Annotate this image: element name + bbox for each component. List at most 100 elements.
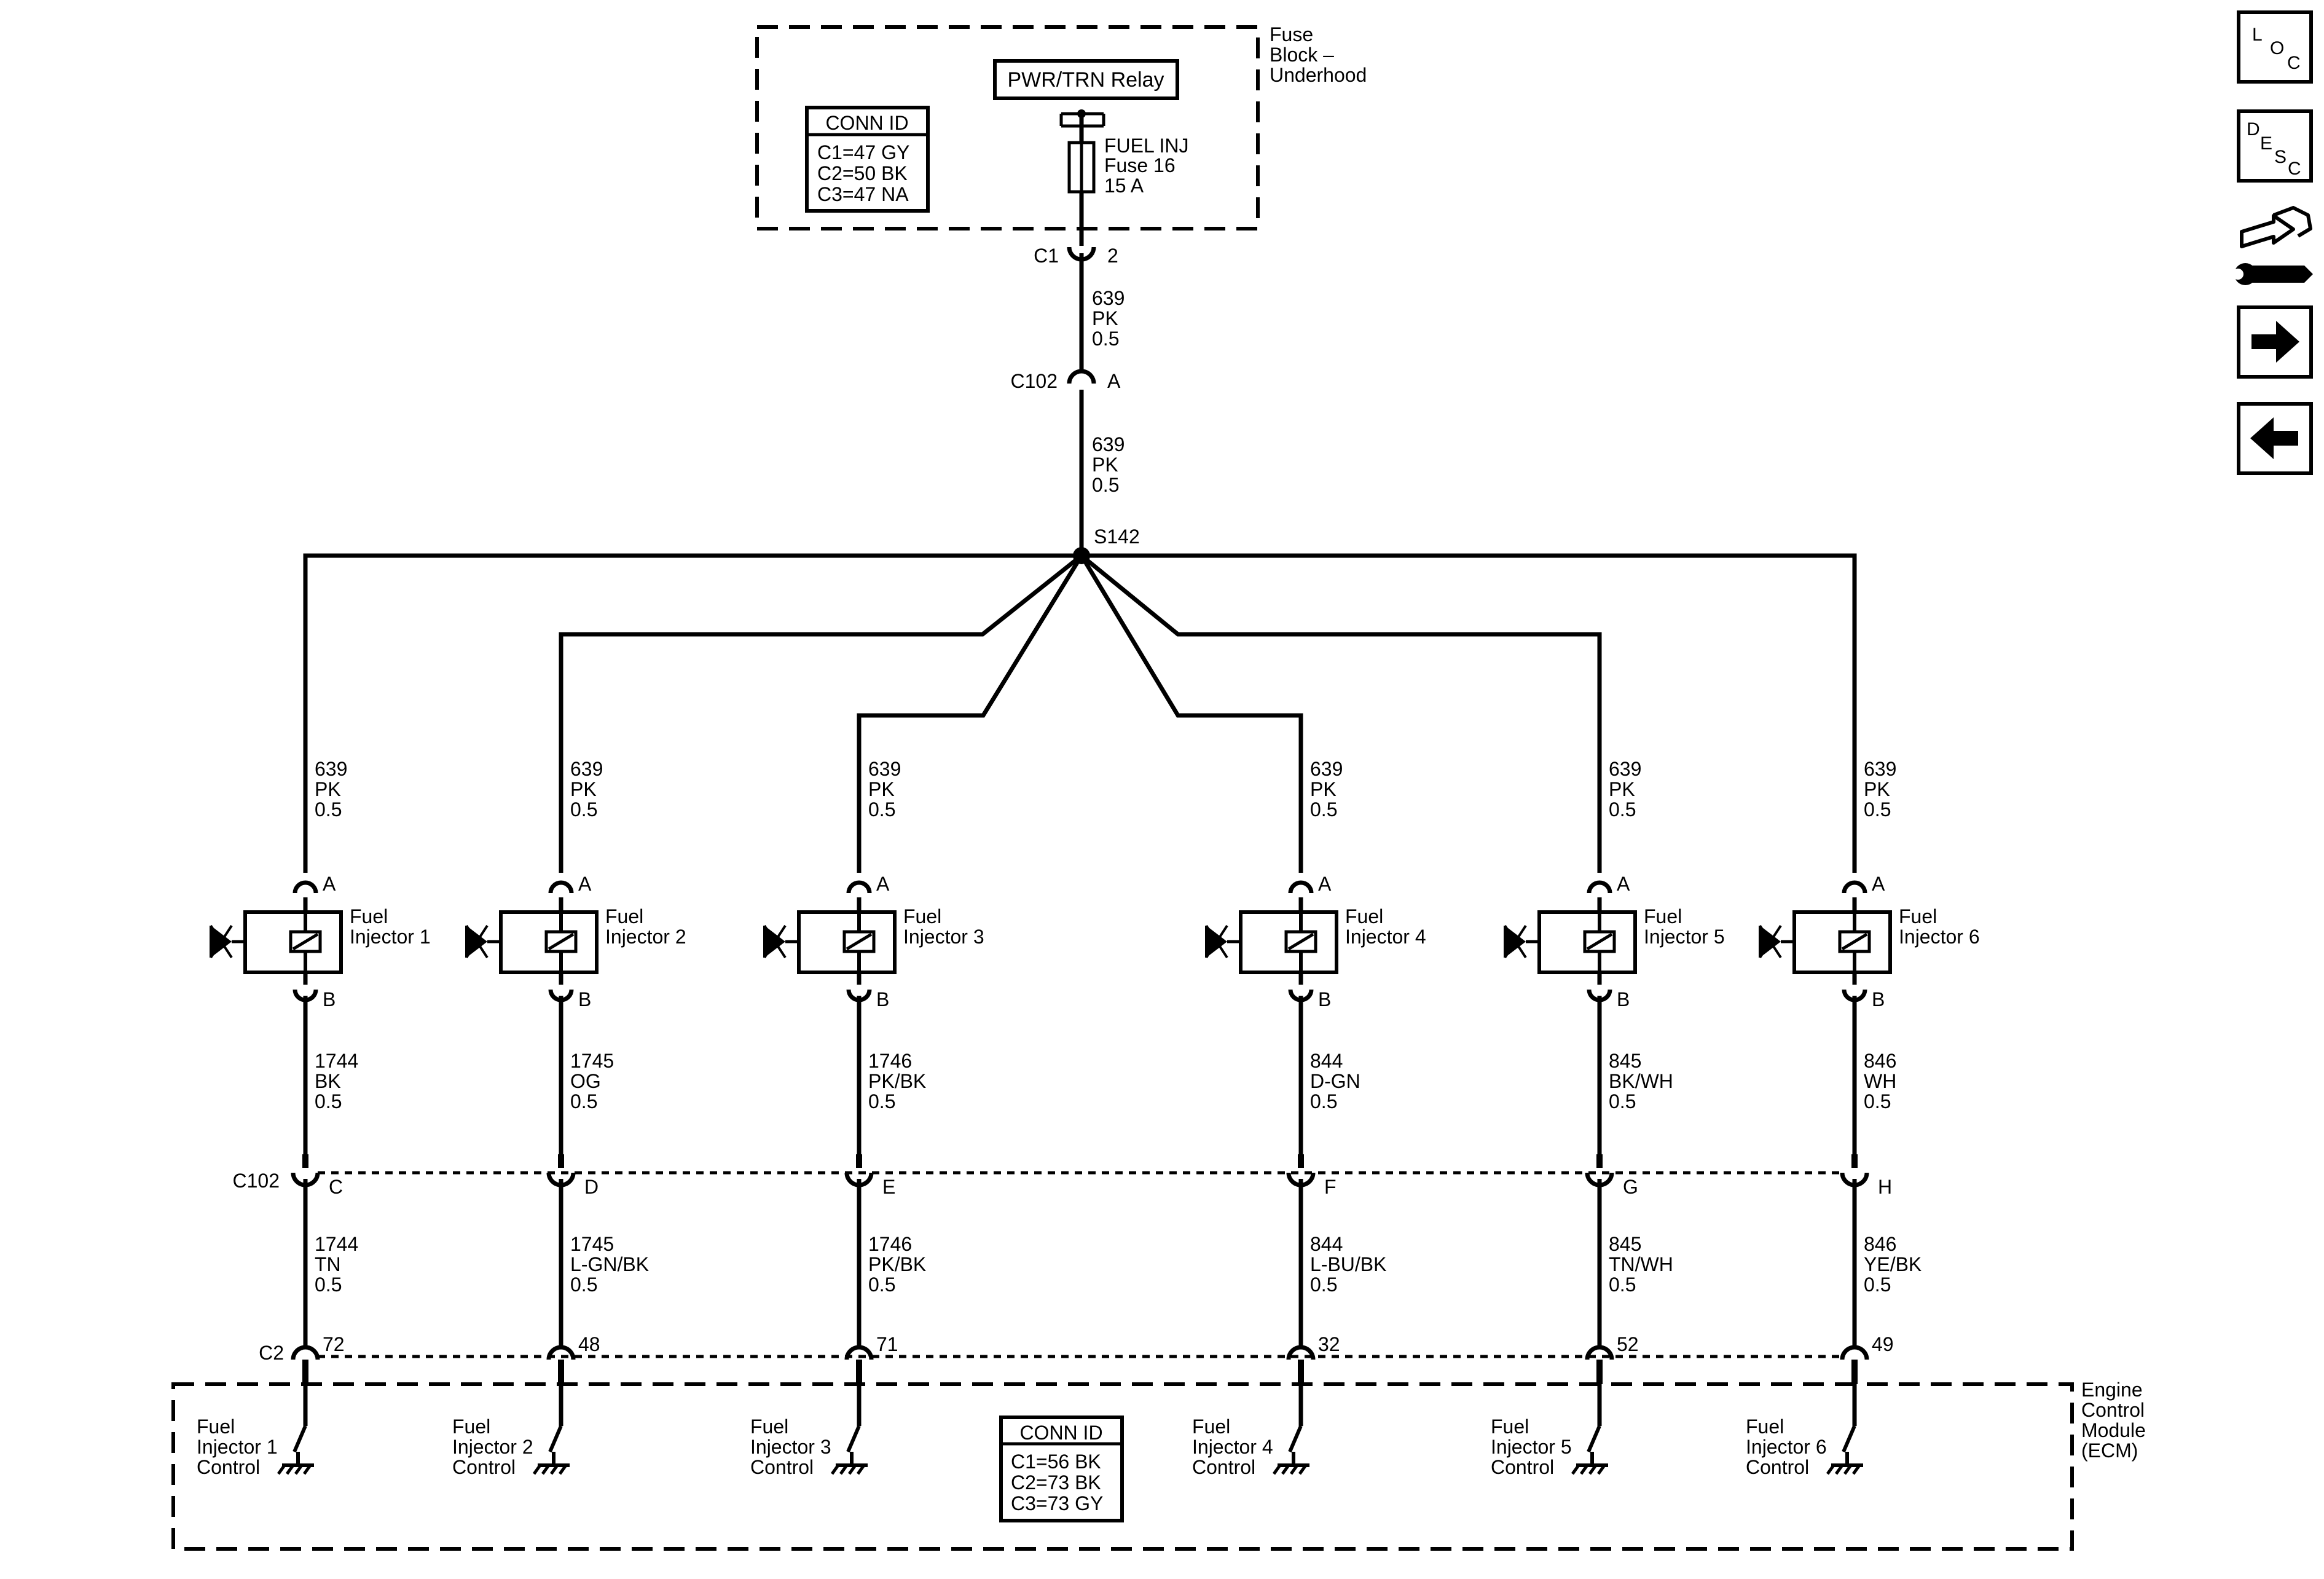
fuse-icon xyxy=(1067,141,1096,194)
fuse-block: Fuse Block – Underhood PWR/TRN Relay FUE… xyxy=(755,23,1367,230)
c2-terminal-6 xyxy=(1840,1345,1869,1360)
injector-1-pin-a-label: A xyxy=(323,873,336,895)
ground-icon xyxy=(532,1463,570,1475)
injector-2-driver-switch xyxy=(532,1425,570,1475)
c102-pin-6-label: H xyxy=(1878,1176,1892,1198)
c2-terminal-5 xyxy=(1585,1345,1614,1360)
loc-icon: L O C xyxy=(2252,25,2301,73)
desc-button[interactable]: D E S C xyxy=(2237,109,2313,183)
c102-pin-2-label: D xyxy=(584,1176,599,1198)
connector-wrench-icon xyxy=(2232,206,2313,285)
relay-label: PWR/TRN Relay xyxy=(1007,68,1164,92)
ecm-pin-2-label: 48 xyxy=(578,1333,600,1355)
feed-circuit: C1 2 639 PK 0.5 C102 A 639 PK 0.5 S142 xyxy=(303,192,1857,873)
side-nav: L O C D E S C xyxy=(2232,10,2313,475)
c2-terminal-4 xyxy=(1286,1345,1316,1360)
fuse-label: FUEL INJ Fuse 16 15 A xyxy=(1104,135,1194,197)
fuel-injector-6 xyxy=(1759,910,1892,974)
fuel-injector-2 xyxy=(465,910,599,974)
injector-2-pin-a-label: A xyxy=(578,873,592,895)
relay-contact-icon xyxy=(1059,109,1105,143)
injector-3-pin-b-label: B xyxy=(876,988,889,1010)
injector-2-pin-b-label: B xyxy=(578,988,591,1010)
injector-3-pin-a-label: A xyxy=(876,873,890,895)
desc-icon: D E S C xyxy=(2247,119,2301,179)
injector-4-pin-a-terminal xyxy=(1288,880,1314,894)
injector-5-driver-switch xyxy=(1571,1425,1608,1475)
splice-label: S142 xyxy=(1094,526,1140,548)
ecm-label: Engine Control Module (ECM) xyxy=(2081,1379,2151,1462)
arrow-left-icon xyxy=(2250,417,2298,459)
ground-icon xyxy=(277,1463,314,1475)
injector-6-pin-a-terminal xyxy=(1842,880,1867,894)
svg-text:CONN ID: CONN ID xyxy=(825,112,908,134)
c102-row-label: C102 xyxy=(233,1170,280,1192)
ecm-pin-5-label: 52 xyxy=(1617,1333,1639,1355)
injector-6-pin-a-label: A xyxy=(1872,873,1885,895)
svg-text:L: L xyxy=(2252,25,2263,45)
c102-pin-1-label: C xyxy=(329,1176,343,1198)
injector-4-pin-b-label: B xyxy=(1318,988,1331,1010)
ecm-pin-3-label: 71 xyxy=(876,1333,898,1355)
ecm-module: Engine Control Module (ECM) CONN ID C1=5… xyxy=(171,1379,2151,1551)
injector-2-pin-a-terminal xyxy=(548,880,574,894)
injector-6-pin-b-label: B xyxy=(1872,988,1885,1010)
injector-5-pin-a-terminal xyxy=(1587,880,1612,894)
ecm-conn-id: CONN ID C1=56 BK C2=73 BK C3=73 GY xyxy=(999,1416,1124,1522)
ground-icon xyxy=(1826,1463,1863,1475)
c2-row-label: C2 xyxy=(259,1342,284,1364)
c2-terminal-3 xyxy=(844,1345,874,1360)
injector-3-driver-switch xyxy=(830,1425,868,1475)
ecm-pin-6-label: 49 xyxy=(1872,1333,1894,1355)
c102-pin-4-label: F xyxy=(1324,1176,1337,1198)
fuel-injector-1 xyxy=(210,910,343,974)
svg-text:S: S xyxy=(2274,147,2287,167)
ground-icon xyxy=(1571,1463,1608,1475)
c2-terminal-1 xyxy=(291,1345,320,1360)
back-button[interactable] xyxy=(2237,402,2313,475)
connector-wrench-button[interactable] xyxy=(2232,206,2313,285)
fuse-block-conn-id: CONN ID C1=47 GY C2=50 BK C3=47 NA xyxy=(805,106,930,213)
injector-1-pin-a-terminal xyxy=(292,880,318,894)
ecm-pin-4-label: 32 xyxy=(1318,1333,1340,1355)
forward-button[interactable] xyxy=(2237,305,2313,379)
injector-1-driver-switch xyxy=(277,1425,314,1475)
loc-button[interactable]: L O C xyxy=(2237,10,2313,84)
injector-5-pin-a-label: A xyxy=(1617,873,1630,895)
ground-icon xyxy=(830,1463,868,1475)
fuse-block-label: Fuse Block – Underhood xyxy=(1270,23,1367,86)
svg-text:C1=56 BK C2=73 BK: C1=56 BK C2=73 BK C3=73 GY xyxy=(1011,1451,1107,1514)
svg-text:D: D xyxy=(2247,119,2260,140)
c1-pin-label: 2 xyxy=(1107,245,1118,267)
ecm-pin-1-label: 72 xyxy=(323,1333,345,1355)
c1-connector-label: C1 xyxy=(1034,245,1059,267)
c102-connector-row: C102 xyxy=(233,1170,1843,1192)
svg-text:C: C xyxy=(2288,159,2301,179)
